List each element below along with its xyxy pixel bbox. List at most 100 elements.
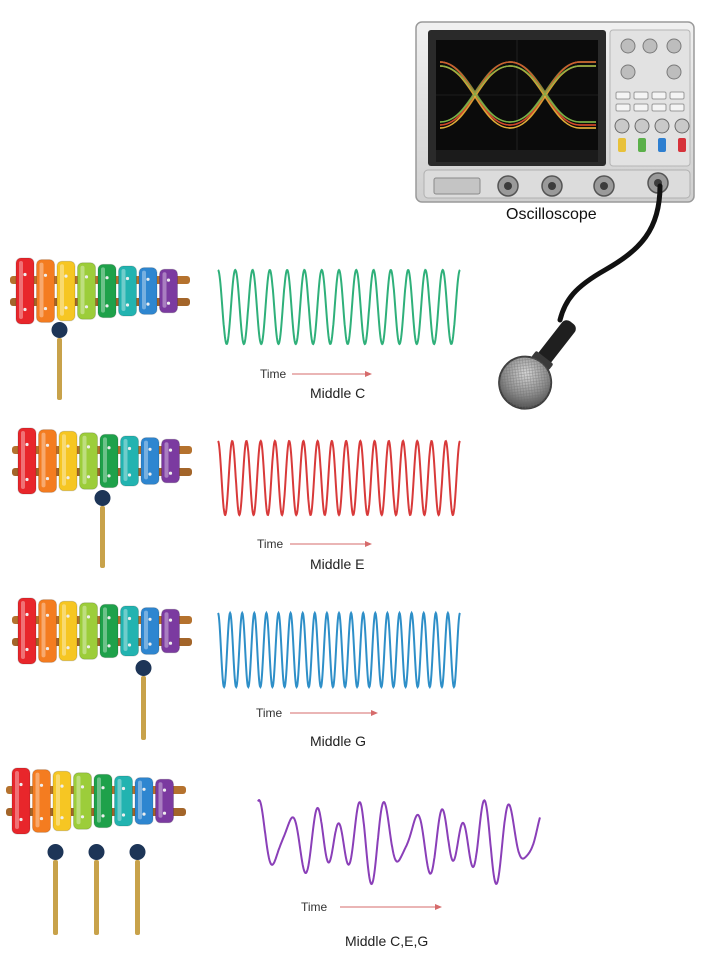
xylophone-bar-pin [45,646,50,651]
mallet-handle [57,338,62,400]
xylophone-bar-highlight [142,270,146,310]
xylophone-bar [36,259,55,323]
xylophone-bar-pin [60,816,64,820]
bnc-connector-core [600,182,608,190]
knob [666,38,682,54]
xylophone-bar-pin [168,641,173,645]
channel-indicator [638,138,646,152]
note-row [6,767,541,935]
mallet-head [51,322,68,338]
xylophone-bar [17,427,37,495]
xylophone-bar-pin [148,642,152,646]
xylophone-bar [15,257,35,325]
xylophone-bar-pin [121,813,126,817]
xylophone [12,427,192,495]
xylophone-bar-pin [86,445,91,449]
channel-knob [634,118,650,134]
xylophone-bar-highlight [62,434,66,486]
xylophone-bar [120,435,139,487]
xylophone-bar-pin [148,617,152,621]
xylophone-bar-pin [66,646,70,650]
xylophone-bar [79,602,98,660]
xylophone-bar-pin [84,305,89,309]
knob [642,38,658,54]
xylophone-bar [56,260,76,322]
xylophone-bar-pin [107,644,111,648]
xylophone-bar [140,607,160,655]
xylophone-bar-highlight [35,772,40,828]
xylophone-bar-pin [80,785,85,789]
time-arrow-head [365,541,372,547]
xylophone-bar [99,433,119,489]
screen-trace [439,65,596,123]
xylophone-bar-pin [146,302,150,306]
panel-button [651,91,667,100]
xylophone-bar-highlight [158,782,163,818]
xylophone-bar-highlight [101,267,105,313]
microphone-ring [532,351,553,370]
xylophone-bar-pin [45,443,50,447]
xylophone-bar [52,770,72,832]
time-arrow-head [365,371,372,377]
xylophone-bar-pin [23,272,27,277]
xylophone-bar-pin [86,475,91,479]
xylophone-bar-pin [64,306,68,310]
xylophone-bar [118,265,137,317]
xylophone-bar-pin [19,782,23,787]
xylophone-bar-highlight [41,432,46,488]
xylophone-bar [93,773,113,829]
xylophone [10,257,190,325]
xylophone-bar-pin [43,273,48,277]
note-row [12,597,461,740]
channel-indicator [658,138,666,152]
xylophone-bar-pin [127,616,132,621]
xylophone-bar [161,608,180,654]
xylophone-bar-pin [80,815,85,819]
note-label: Middle E [310,556,365,572]
xylophone [12,597,192,665]
xylophone-bar-highlight [123,609,128,651]
microphone-handle [537,320,576,365]
note-rows [6,257,541,935]
knob [620,64,636,80]
time-arrow-head [371,710,378,716]
xylophone-bar-pin [45,476,50,481]
xylophone-bar [79,432,98,490]
oscilloscope [415,21,695,203]
xylophone-bar-highlight [82,605,87,655]
xylophone-bar-pin [162,788,167,792]
xylophone-bar-pin [166,278,171,282]
xylophone-bar [11,767,31,835]
xylophone-bar [120,605,139,657]
xylophone-bar-pin [39,783,44,787]
xylophone-bar-pin [125,303,130,307]
note-label: Middle C [310,385,366,401]
xylophone-bar [161,438,180,484]
note-label: Middle C,E,G [345,933,429,949]
xylophone-bar-pin [105,276,109,280]
xylophone-bar-highlight [164,442,169,478]
xylophone-bar-pin [127,643,132,647]
xylophone-bar-pin [148,472,152,476]
panel-button [669,91,685,100]
mallet-handle [94,860,99,935]
xylophone-bar [32,769,51,833]
xylophone-bar-pin [64,274,68,278]
xylophone-bar-pin [66,476,70,480]
xylophone-bar-pin [168,471,173,475]
xylophone-bar [38,599,57,663]
xylophone-bar-pin [121,786,126,791]
xylophone-bar-pin [60,784,64,788]
time-axis-label: Time [301,900,328,914]
xylophone-bar-pin [25,442,29,447]
xylophone-bar [58,430,78,492]
xylophone-bar-pin [168,618,173,622]
xylophone-bar [97,263,117,319]
screen-trace [439,65,596,123]
mallet-head [94,490,111,506]
xylophone-bar-highlight [15,771,19,829]
front-port-panel [433,177,481,195]
xylophone-bar-highlight [162,272,167,308]
xylophone-bar-highlight [60,264,64,316]
sound-waveform [217,268,461,346]
